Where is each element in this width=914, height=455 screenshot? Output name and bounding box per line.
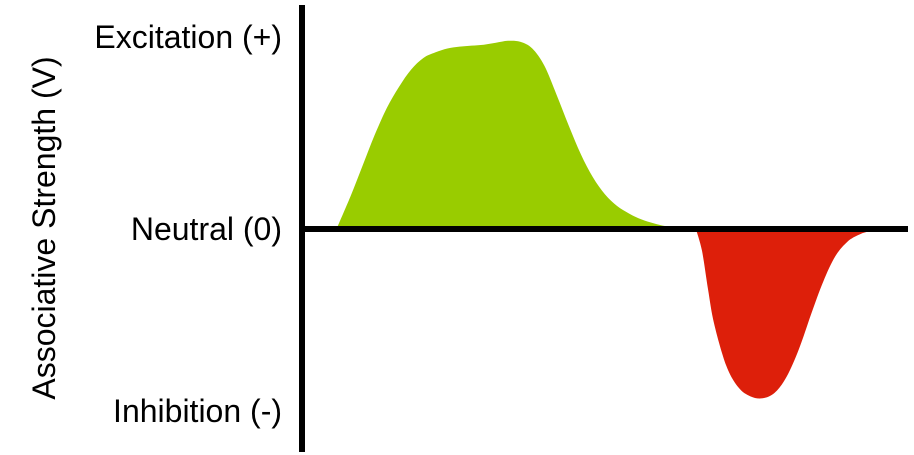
y-tick-label: Excitation (+) (94, 19, 282, 55)
area-series-1 (336, 40, 696, 229)
axes-layer (299, 5, 908, 452)
y-axis-title: Associative Strength (V) (26, 56, 62, 399)
y-tick-label: Neutral (0) (131, 211, 282, 247)
area-series-2 (695, 229, 908, 399)
series-layer (336, 40, 908, 399)
y-tick-label: Inhibition (-) (113, 393, 282, 429)
ticks-layer: Excitation (+) Neutral (0) Inhibition (-) (94, 19, 282, 429)
